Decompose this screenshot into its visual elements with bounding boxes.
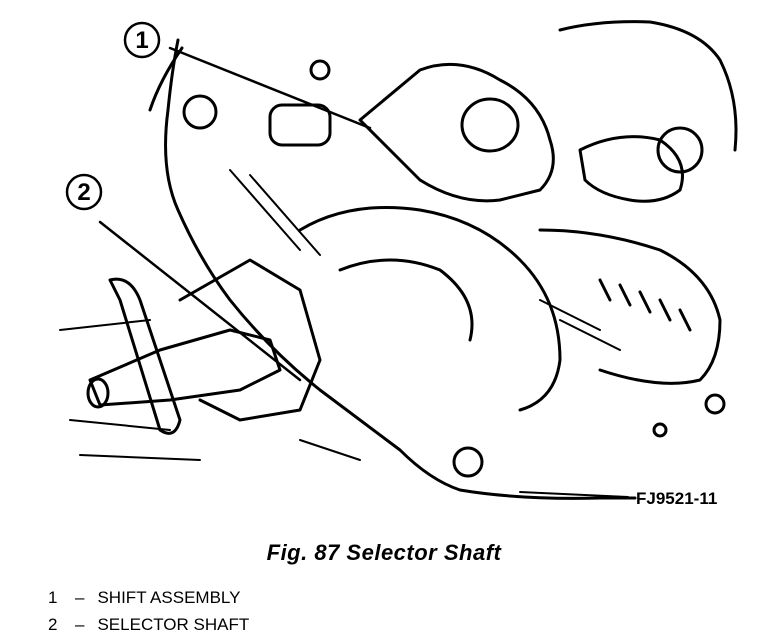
shift-block — [268, 103, 332, 147]
bolt-boss-left — [182, 94, 218, 130]
fork-inner — [338, 258, 474, 342]
case-right-edge — [558, 20, 738, 152]
callout-1-number: 1 — [135, 27, 148, 54]
bolt-boss-top — [309, 59, 331, 81]
bolt-boss-bottom — [452, 446, 484, 478]
shaft-housing — [178, 258, 322, 422]
leader-line-code — [519, 491, 629, 498]
callout-1: 1 — [123, 21, 161, 59]
shift-assembly-body — [358, 62, 555, 203]
callout-2-number: 2 — [77, 179, 90, 206]
leader-line-2 — [98, 220, 302, 382]
legend-item: 1 – SHIFT ASSEMBLY — [48, 584, 249, 611]
legend-label: SELECTOR SHAFT — [97, 615, 250, 634]
legend-number: 2 — [48, 615, 58, 634]
selector-shaft-lever — [108, 277, 182, 435]
selector-shaft-illustration: 1 2 FJ9521-11 — [59, 20, 738, 508]
shift-rail — [578, 135, 684, 203]
bolt-boss-right — [704, 393, 726, 415]
selector-shaft-tip — [86, 377, 110, 409]
bolt-boss-small — [652, 422, 668, 438]
legend-label: SHIFT ASSEMBLY — [97, 588, 241, 607]
selector-fork — [298, 206, 562, 412]
case-upper-edge — [148, 46, 184, 112]
callout-2: 2 — [65, 173, 103, 211]
figure-caption: Fig. 87 Selector Shaft — [266, 540, 502, 565]
gear-outline — [538, 228, 722, 385]
figure-code: FJ9521-11 — [636, 489, 717, 508]
shift-assembly-pin — [460, 97, 520, 153]
legend-item: 2 – SELECTOR SHAFT — [48, 611, 249, 638]
legend: 1 – SHIFT ASSEMBLY 2 – SELECTOR SHAFT — [48, 584, 249, 638]
legend-separator: – — [75, 588, 85, 607]
selector-shaft-body — [88, 328, 282, 407]
legend-separator: – — [75, 615, 85, 634]
gear-teeth — [598, 278, 692, 332]
leader-line-1 — [168, 46, 372, 130]
case-outline — [164, 38, 637, 500]
shift-rail-end — [656, 126, 704, 174]
legend-number: 1 — [48, 588, 58, 607]
hatching — [59, 169, 621, 461]
